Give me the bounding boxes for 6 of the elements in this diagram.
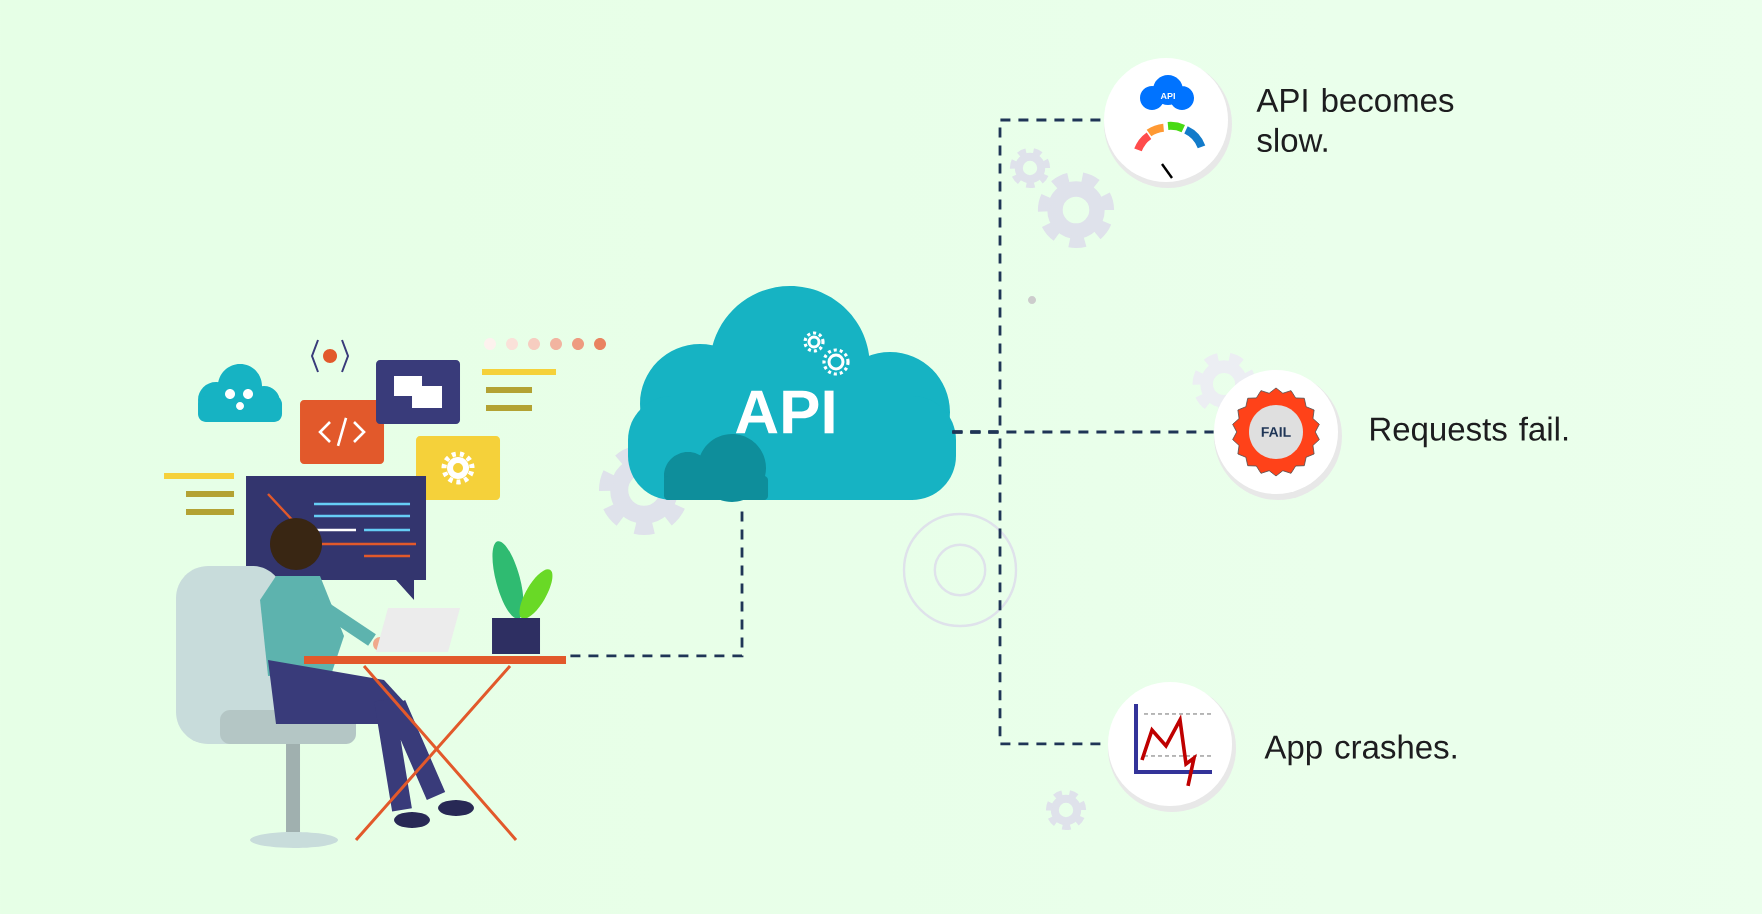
connector-line xyxy=(570,506,744,658)
person-at-desk-drawing xyxy=(164,338,606,848)
description-text: App crashes. xyxy=(1264,734,1456,766)
description-text: API becomes slow. xyxy=(1256,87,1454,153)
chart-icon xyxy=(1108,681,1236,812)
description-text: Requests fail. xyxy=(1371,416,1568,448)
